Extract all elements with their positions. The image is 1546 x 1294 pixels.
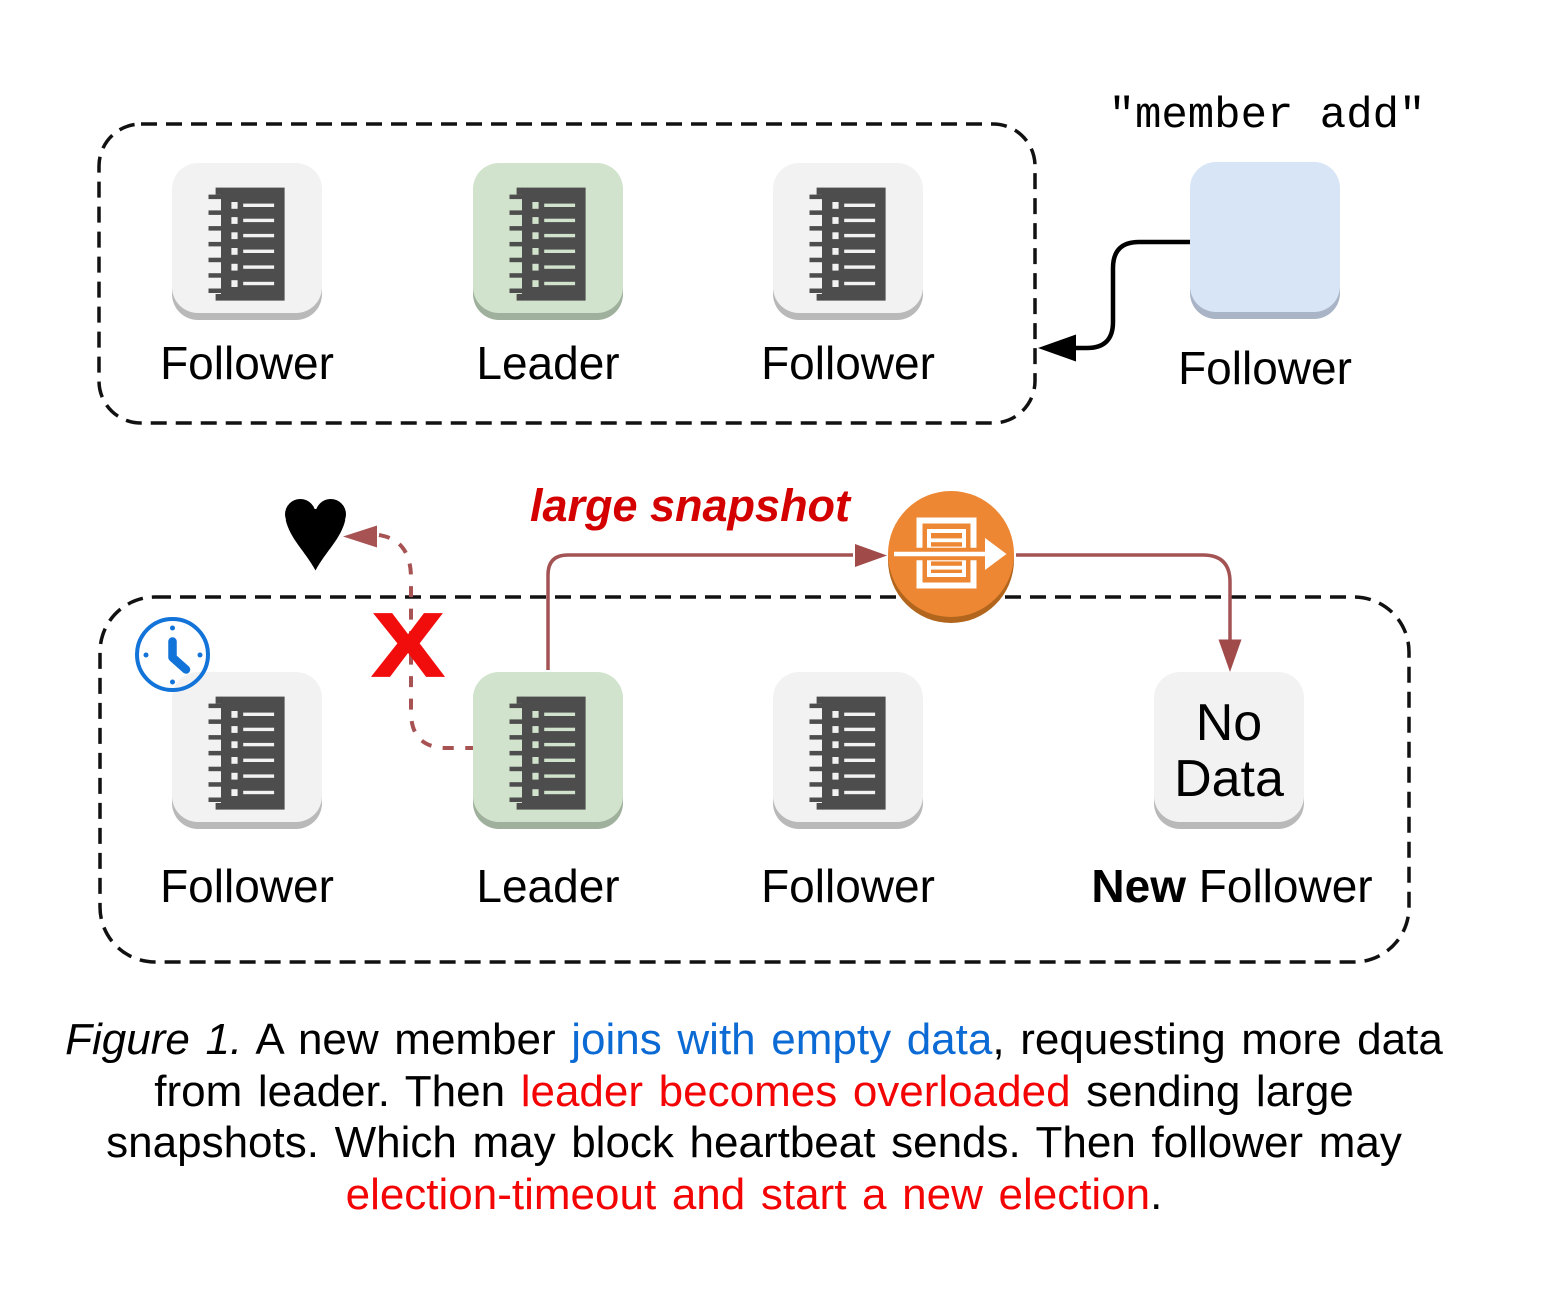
svg-text:Follower: Follower [761,337,935,389]
svg-text:Data: Data [1174,750,1284,808]
svg-text:No: No [1196,694,1262,752]
svg-text:"member add": "member add" [1109,91,1426,141]
svg-text:X: X [372,595,444,695]
svg-text:Leader: Leader [476,860,619,912]
svg-text:Leader: Leader [476,337,619,389]
svg-text:Follower: Follower [1178,342,1352,394]
svg-text:large snapshot: large snapshot [530,480,852,531]
svg-text:Follower: Follower [160,337,334,389]
svg-text:New Follower: New Follower [1091,860,1372,912]
svg-text:Follower: Follower [761,860,935,912]
svg-text:Follower: Follower [160,860,334,912]
